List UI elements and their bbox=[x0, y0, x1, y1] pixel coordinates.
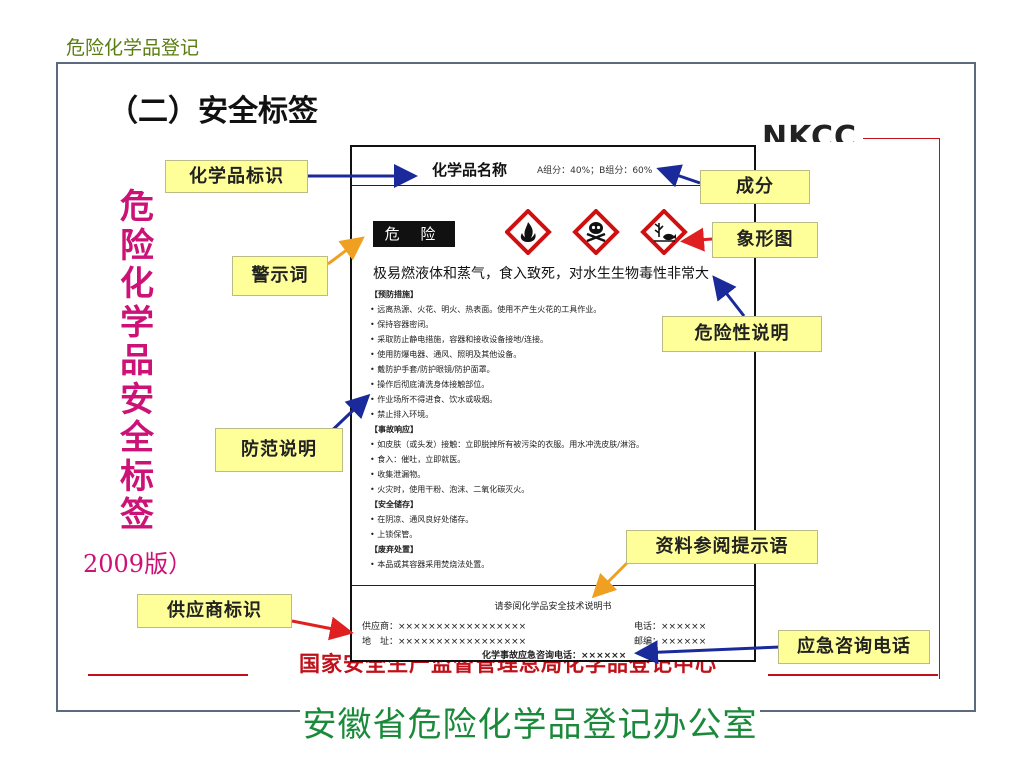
hazard-statement: 极易燃液体和蒸气，食入致死，对水生生物毒性非常大 bbox=[373, 266, 709, 282]
precaution-line: • 作业场所不得进食、饮水或吸烟。 bbox=[370, 395, 498, 404]
skull-crossbones-pictogram bbox=[572, 209, 620, 255]
vertical-title: 危 险 化 学 品 安 全 标 签 bbox=[112, 188, 162, 535]
callout-pictogram: 象形图 bbox=[712, 222, 818, 258]
precaution-heading: 【预防措施】 bbox=[370, 290, 418, 299]
flame-pictogram bbox=[505, 209, 552, 255]
divider bbox=[352, 585, 754, 586]
pictogram-row bbox=[505, 209, 688, 255]
refer-msds-text: 请参阅化学品安全技术说明书 bbox=[494, 602, 612, 612]
precaution-line: • 如皮肤（或头发）接触：立即脱掉所有被污染的衣服。用水冲洗皮肤/淋浴。 bbox=[370, 440, 644, 449]
section-title: （二）安全标签 bbox=[108, 94, 318, 129]
decor-line bbox=[863, 138, 940, 679]
precaution-line: • 本品或其容器采用焚烧法处置。 bbox=[370, 560, 490, 569]
precaution-line: • 食入：催吐，立即就医。 bbox=[370, 455, 466, 464]
version-text: 2009版） bbox=[83, 550, 193, 578]
postcode-line: 邮编：×××××× bbox=[634, 637, 707, 647]
callout-precaution: 防范说明 bbox=[215, 428, 343, 472]
callout-reference: 资料参阅提示语 bbox=[626, 530, 818, 564]
callout-supplier: 供应商标识 bbox=[137, 594, 292, 628]
precaution-heading: 【废弃处置】 bbox=[370, 545, 418, 554]
chem-name: 化学品名称 bbox=[432, 161, 508, 179]
callout-hazard-desc: 危险性说明 bbox=[662, 316, 822, 352]
precaution-line: • 远离热源、火花、明火、热表面。使用不产生火花的工具作业。 bbox=[370, 305, 602, 314]
address-line: 地 址：××××××××××××××××× bbox=[362, 637, 527, 647]
chem-composition: A组分：40%；B组分：60% bbox=[537, 166, 653, 176]
callout-composition: 成分 bbox=[700, 170, 810, 204]
environment-pictogram bbox=[640, 209, 688, 255]
precaution-line: • 收集泄漏物。 bbox=[370, 470, 426, 479]
vertical-char: 学 bbox=[120, 302, 154, 343]
callout-signal-word: 警示词 bbox=[232, 256, 328, 296]
precaution-line: • 操作后彻底清洗身体接触部位。 bbox=[370, 380, 490, 389]
callout-emergency: 应急咨询电话 bbox=[778, 630, 930, 664]
divider bbox=[352, 185, 754, 186]
precaution-line: • 使用防爆电器、通风、照明及其他设备。 bbox=[370, 350, 522, 359]
precaution-line: • 上锁保管。 bbox=[370, 530, 418, 539]
category-header: 危险化学品登记 bbox=[66, 37, 200, 59]
footer-office: 安徽省危险化学品登记办公室 bbox=[302, 705, 758, 745]
precaution-line: • 采取防止静电措施，容器和接收设备接地/连接。 bbox=[370, 335, 548, 344]
vertical-char: 险 bbox=[120, 225, 154, 266]
precaution-line: • 戴防护手套/防护眼镜/防护面罩。 bbox=[370, 365, 495, 374]
vertical-char: 标 bbox=[120, 456, 154, 497]
vertical-char: 危 bbox=[120, 187, 154, 227]
precaution-line: • 禁止排入环境。 bbox=[370, 410, 434, 419]
callout-chem-id: 化学品标识 bbox=[165, 160, 308, 193]
precaution-line: • 在阴凉、通风良好处储存。 bbox=[370, 515, 474, 524]
precaution-line: • 火灾时，使用干粉、泡沫、二氧化碳灭火。 bbox=[370, 485, 530, 494]
precaution-heading: 【事故响应】 bbox=[370, 425, 418, 434]
vertical-char: 品 bbox=[120, 341, 154, 381]
precaution-heading: 【安全储存】 bbox=[370, 500, 418, 509]
footer-bg bbox=[300, 695, 760, 747]
phone-line: 电话：×××××× bbox=[634, 622, 707, 632]
vertical-char: 全 bbox=[120, 418, 154, 458]
emergency-line: 化学事故应急咨询电话：×××××× bbox=[482, 651, 627, 661]
signal-word: 危 险 bbox=[373, 221, 455, 247]
precaution-line: • 保持容器密闭。 bbox=[370, 320, 434, 329]
vertical-char: 化 bbox=[120, 264, 154, 304]
nkcc-logo: NKCC bbox=[762, 120, 858, 142]
supplier-line: 供应商：××××××××××××××××× bbox=[362, 622, 527, 632]
vertical-char: 签 bbox=[120, 495, 154, 535]
vertical-char: 安 bbox=[120, 379, 154, 420]
